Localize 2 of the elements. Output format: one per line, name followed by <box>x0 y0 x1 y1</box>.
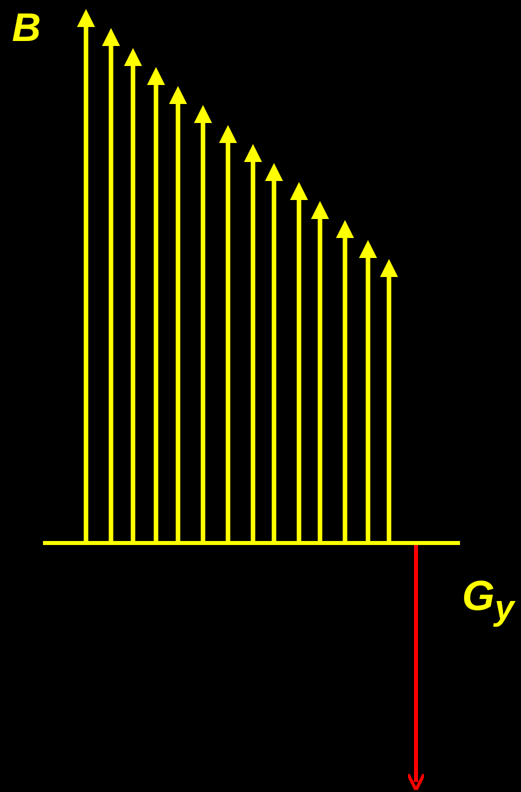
axis-label: G$_{y}$ <box>462 575 514 626</box>
axis-label: B <box>12 8 41 48</box>
